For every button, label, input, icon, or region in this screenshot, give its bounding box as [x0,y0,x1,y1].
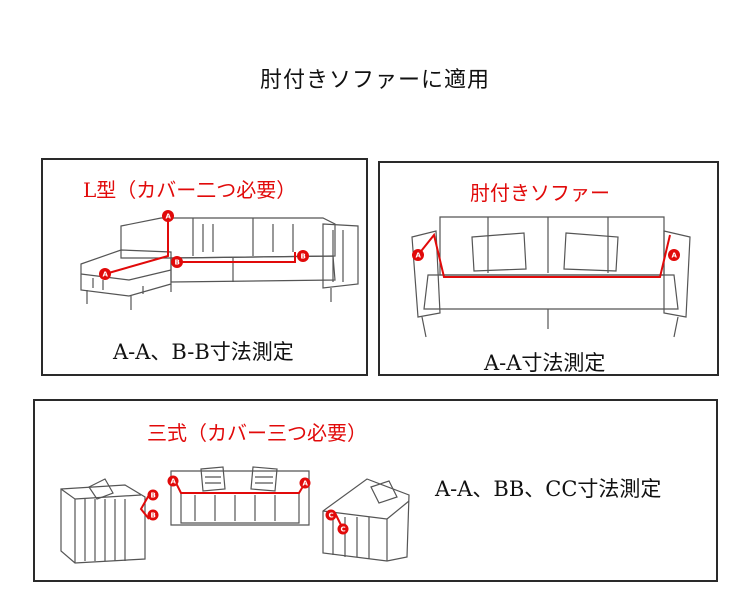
marker-a-top: A [166,213,172,221]
panel-three-piece: 三式（カバー三つ必要） B B A A [33,399,718,582]
marker-a-left: A [416,252,422,260]
panel-armrest: 肘付きソファー A A A-A寸法測定 [378,161,719,376]
marker-b-bottom: B [151,512,156,520]
marker-b-top: B [151,492,156,500]
l-sofa-sketch-icon: A A B B [80,210,359,310]
marker-a-left: A [171,478,177,486]
marker-b-left: B [175,259,180,267]
armchair-left-sketch-icon: B B [60,478,159,564]
armrest-sofa-sketch-icon: A A [411,216,691,338]
three-seat-sofa-sketch-icon: A A [167,466,311,526]
panel-heading-three-piece: 三式（カバー三つ必要） [147,421,367,445]
measure-text-armrest: A-A寸法測定 [484,351,606,375]
panel-l-shape: L型（カバー二つ必要） A A [41,158,368,376]
page-title: 肘付きソファーに適用 [259,68,490,93]
marker-c-bottom: C [341,526,346,534]
marker-b-right: B [301,253,306,261]
marker-c-top: C [329,512,334,520]
marker-a-right: A [672,252,678,260]
marker-a-bottom: A [103,271,109,279]
panel-heading-armrest: 肘付きソファー [470,181,610,205]
measure-text-l-shape: A-A、B-B寸法測定 [113,340,294,364]
panel-heading-l-shape: L型（カバー二つ必要） [83,178,297,202]
armchair-right-sketch-icon: C C [322,478,410,562]
measure-text-three-piece: A-A、BB、CC寸法測定 [435,477,662,501]
marker-a-right: A [303,480,309,488]
